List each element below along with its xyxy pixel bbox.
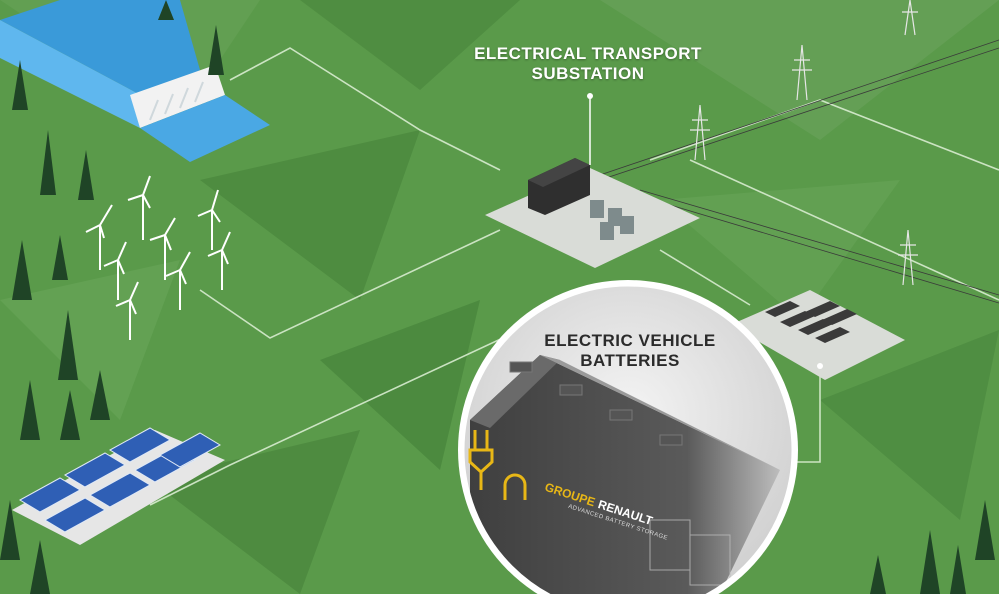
power-lines: [599, 39, 999, 304]
batteries-label: ELECTRIC VEHICLE BATTERIES: [520, 331, 740, 372]
batteries-label-line2: BATTERIES: [580, 351, 680, 371]
tree-icon: [78, 150, 94, 200]
tree-icon: [975, 500, 995, 560]
tree-icon: [20, 380, 40, 440]
tree-icon: [158, 0, 174, 20]
battery-zoom-callout: [458, 280, 798, 594]
solar-panel-icon: [88, 472, 152, 508]
wind-turbine-icon: [197, 189, 221, 250]
solar-panel-icon: [18, 477, 82, 513]
wind-farm: [85, 175, 231, 340]
substation: [485, 93, 700, 268]
solar-panel-icon: [43, 497, 107, 533]
wind-turbine-icon: [103, 241, 127, 300]
batteries-label-line1: ELECTRIC VEHICLE: [544, 331, 716, 350]
tree-icon: [12, 240, 32, 300]
pylon-icon: [902, 0, 918, 36]
magnet-icon: [503, 473, 527, 500]
wind-turbine-icon: [85, 204, 113, 270]
wind-turbine-icon: [149, 217, 176, 280]
tree-icon: [60, 390, 80, 440]
tree-icon: [90, 370, 110, 420]
pylons: [690, 0, 918, 286]
tree-icon: [58, 310, 78, 380]
tree-icon: [0, 500, 20, 560]
wind-turbine-icon: [207, 231, 231, 290]
substation-label-line1: ELECTRICAL TRANSPORT: [474, 44, 702, 63]
plug-icon: [468, 430, 494, 490]
wind-turbine-icon: [165, 251, 191, 310]
battery-yard: [730, 290, 905, 380]
pylon-icon: [898, 229, 918, 286]
solar-panel-icon: [108, 427, 172, 463]
solar-farm: [12, 427, 225, 545]
pylon-icon: [792, 44, 812, 101]
tree-icon: [40, 130, 56, 195]
tree-icon: [920, 530, 940, 594]
tree-icon: [208, 25, 224, 75]
solar-panel-icon: [158, 432, 222, 468]
wind-turbine-icon: [115, 281, 139, 340]
tree-icon: [12, 60, 28, 110]
solar-panel-icon: [63, 452, 127, 488]
tree-icon: [870, 555, 886, 594]
tree-icon: [52, 235, 68, 280]
wind-turbine-icon: [127, 175, 151, 240]
substation-label-line2: SUBSTATION: [531, 64, 645, 84]
energy-flow-paths: [149, 47, 999, 506]
tree-icon: [30, 540, 50, 594]
substation-label: ELECTRICAL TRANSPORT SUBSTATION: [468, 44, 708, 85]
hydro-dam: [0, 0, 270, 162]
tree-icon: [950, 545, 966, 594]
pylon-icon: [690, 104, 710, 161]
